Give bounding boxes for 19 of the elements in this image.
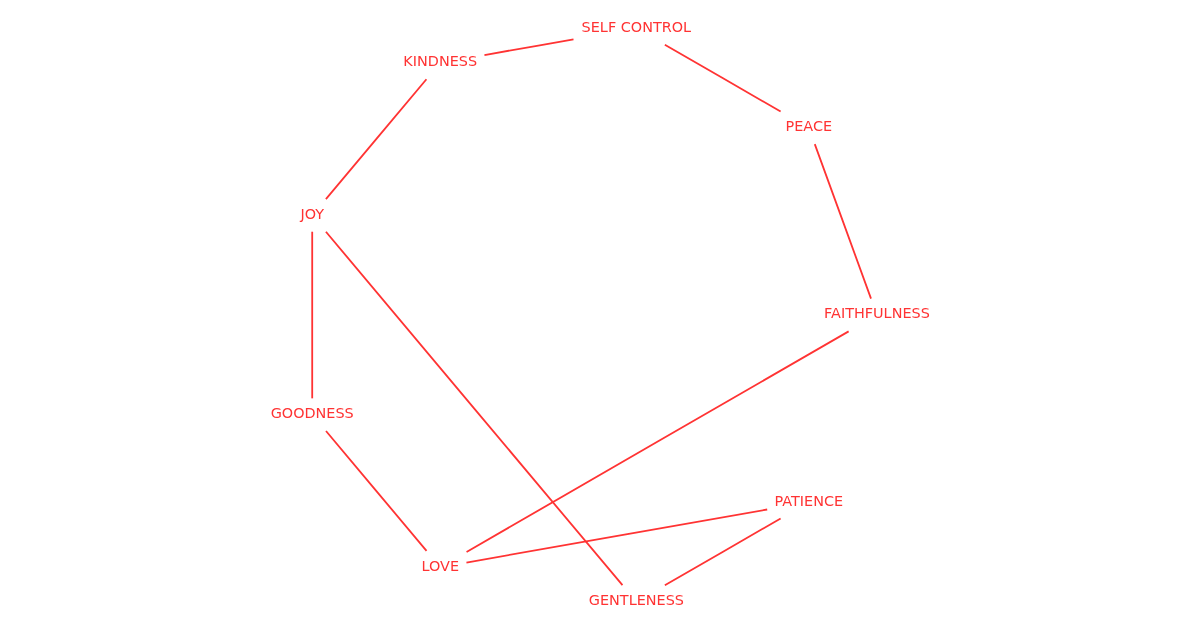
connector: [483, 38, 575, 56]
node-text: KINDNESS: [403, 53, 478, 70]
node-text: PEACE: [785, 118, 833, 135]
node-text: JOY: [300, 205, 325, 222]
connector: [311, 230, 314, 400]
connector: [325, 78, 428, 200]
node-text: PATIENCE: [774, 492, 844, 509]
connector: [663, 517, 782, 587]
connector: [325, 230, 624, 587]
connector: [465, 330, 850, 553]
connector: [325, 430, 428, 552]
node-text: GENTLENESS: [588, 592, 684, 609]
connector: [813, 143, 872, 300]
node-text: GOODNESS: [270, 405, 354, 422]
connector: [663, 43, 782, 113]
node-text: SELF CONTROL: [581, 18, 692, 35]
node-text: FAITHFULNESS: [824, 305, 930, 322]
connector: [465, 508, 769, 564]
node-text: LOVE: [421, 557, 460, 574]
